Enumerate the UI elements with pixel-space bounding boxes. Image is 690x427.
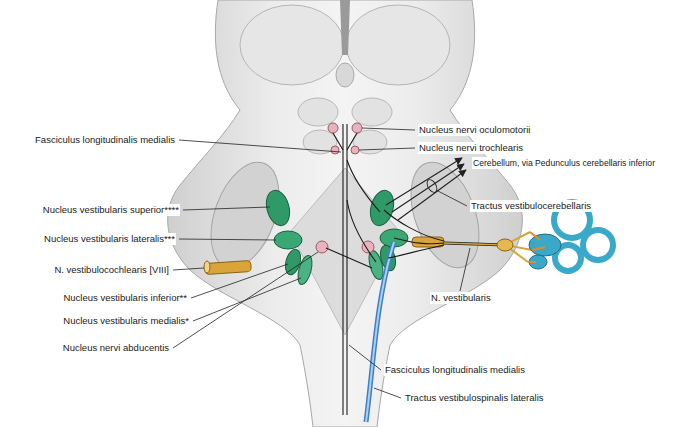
pineal [336,63,354,87]
arrow [398,170,466,220]
structure-label: Nucleus nervi oculomotorii [418,124,531,136]
nerve-stump-end [204,261,210,273]
oculomotor-nucleus [328,123,338,133]
brainstem-outline [168,0,523,427]
fibre [388,245,444,258]
leader-line [183,207,270,210]
trochlear-nucleus [351,146,359,154]
leader-line [349,345,381,370]
utricle [529,234,561,256]
structure-label: Fasciculus longitudinalis medialis [34,134,176,146]
leader-lines [173,128,470,398]
fibre [326,248,372,268]
leader-line [179,140,341,152]
structure-label: N. vestibularis [430,292,492,304]
cerebellar-arrows [386,158,466,220]
structure-label: Nucleus nervi abducentis [62,342,170,354]
leader-line [436,190,467,206]
trochlear-nucleus [331,146,339,154]
structure-label: Tractus vestibulocerebellaris [470,200,592,212]
structure-label: Fasciculus longitudinalis medialis [384,364,526,376]
structure-label: Nucleus vestibularis medialis* [62,315,190,327]
semicircular-canal [583,230,613,260]
fibre [346,124,347,415]
leader-line [179,239,276,240]
nerve-stump [205,260,252,274]
leader-line [191,264,288,298]
tract-bundle [425,178,439,194]
fibre [333,133,343,150]
vestibular-nerve [444,243,505,245]
rhomboid-fossa [290,168,400,335]
peduncle-cut [398,153,492,277]
leader-line [460,248,470,291]
sensory-endings [528,232,545,262]
structure-label: Nucleus vestibularis lateralis*** [43,233,176,245]
vestibular-nerve [444,243,505,245]
oculomotor-nucleus [352,123,362,133]
fibre [342,124,343,415]
leader-line [374,388,401,398]
colliculus [352,98,392,126]
structure-label: Nucleus nervi trochlearis [418,142,524,154]
vestibulospinal-tract [366,242,394,422]
thalamus [346,5,450,85]
abducens-nucleus [316,241,328,253]
structure-label: Cerebellum, via Pedunculus cerebellaris … [472,157,656,169]
vestibulospinal-tract [366,242,394,422]
vestibular-nucleus [274,231,302,249]
thalamus [240,5,344,85]
vestibular-nucleus [367,188,398,228]
structure-label: Tractus vestibulospinalis lateralis [404,392,545,404]
vestibular-nucleus [295,254,314,286]
arrow [392,164,464,212]
leader-line [359,148,415,150]
fibre [384,210,444,241]
third-ventricle [340,0,350,55]
vestibular-ganglion [497,239,513,251]
fibre [347,200,376,262]
vestibular-nucleus [263,188,294,228]
leader-line [193,278,301,321]
leader-line [362,128,415,130]
leader-line [173,268,204,270]
structure-label: Nucleus vestibularis superior**** [42,204,180,216]
colliculus [298,98,338,126]
structure-label: N. vestibulocochlearis [VIII] [53,264,170,276]
inner-ear [444,202,613,271]
structure-label: Nucleus vestibularis inferior** [62,292,188,304]
leader-line [173,252,318,348]
fibre [347,160,380,212]
fibre [347,133,357,150]
